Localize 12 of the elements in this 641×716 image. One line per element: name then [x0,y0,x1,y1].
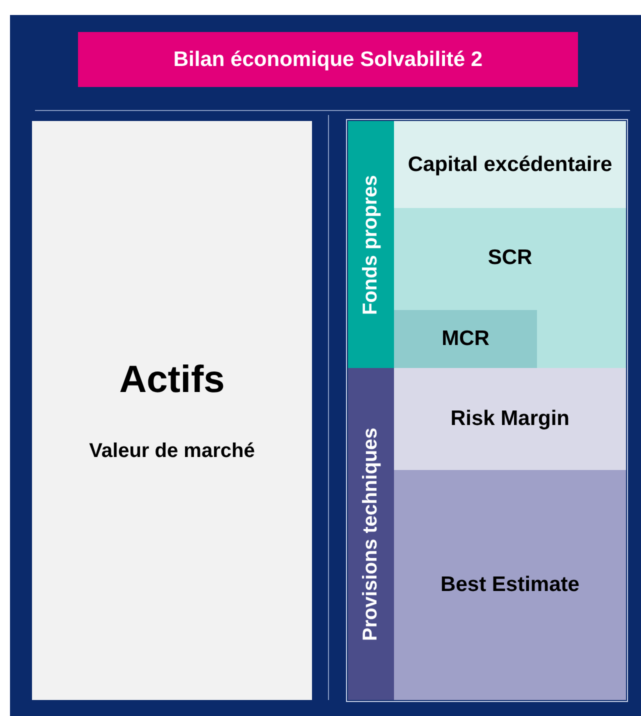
panel-heading: Actifs [119,358,225,402]
title-banner: Bilan économique Solvabilité 2 [78,32,578,87]
side-band: Provisions techniques [348,368,394,700]
balance-block: MCR [394,310,537,368]
assets-panel [32,121,312,700]
panel-subtitle: Valeur de marché [89,440,255,462]
balance-block: Capital excédentaire [394,121,626,208]
side-band: Fonds propres [348,121,394,368]
balance-block: Risk Margin [394,368,626,470]
balance-block: Best Estimate [394,470,626,700]
block-label: SCR [488,246,532,270]
balance-block [394,208,626,368]
